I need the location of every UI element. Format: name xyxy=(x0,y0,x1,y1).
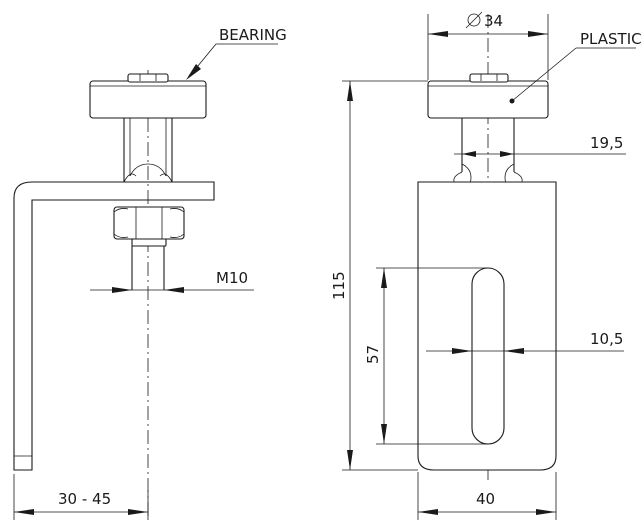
side-bead-left xyxy=(123,173,137,183)
adjustment-slot xyxy=(471,267,505,445)
range-arrow-right xyxy=(128,509,148,515)
height-arrow-bottom xyxy=(347,450,353,470)
slot-width-arrow-right xyxy=(504,348,524,354)
side-bearing-hub xyxy=(127,73,169,83)
side-washer xyxy=(131,238,167,247)
adjust-range-label: 30 - 45 xyxy=(58,490,111,508)
diameter-arrow-left xyxy=(428,31,448,37)
side-bead xyxy=(129,163,167,177)
front-bearing-hub xyxy=(469,73,509,83)
slot-width-arrow-left xyxy=(452,348,472,354)
plate-width-arrow-right xyxy=(536,509,556,515)
diameter-icon xyxy=(465,11,483,29)
plastic-leader xyxy=(511,47,577,102)
plastic-label: PLASTIC xyxy=(580,30,642,48)
side-bracket xyxy=(13,181,215,471)
slot-length-label: 57 xyxy=(364,345,382,364)
bearing-label: BEARING xyxy=(219,26,287,44)
total-height-label: 115 xyxy=(330,271,348,300)
thread-size-label: M10 xyxy=(216,269,248,287)
slot-length-arrow-top xyxy=(381,268,387,288)
slot-width-label: 10,5 xyxy=(590,330,623,348)
m10-arrow-left xyxy=(112,287,132,293)
plate-width-arrow-left xyxy=(418,509,438,515)
front-view: 34 PLASTIC 19,5 115 57 10,5 xyxy=(330,11,642,520)
range-arrow-left xyxy=(14,509,34,515)
bearing-leader-arrow xyxy=(186,64,201,80)
pin-width-arrow-right xyxy=(500,151,514,157)
side-nut-chamfers xyxy=(113,208,185,238)
slot-length-arrow-bottom xyxy=(381,424,387,444)
side-bead-right xyxy=(159,173,173,183)
pin-width-label: 19,5 xyxy=(590,134,623,152)
diameter-value-label: 34 xyxy=(484,12,503,30)
diameter-arrow-right xyxy=(528,31,548,37)
side-view: M10 BEARING 30 - 45 xyxy=(13,26,287,520)
plate-width-label: 40 xyxy=(476,490,495,508)
pin-width-arrow-left xyxy=(462,151,476,157)
side-bearing-wheel xyxy=(89,80,207,119)
height-arrow-top xyxy=(347,81,353,101)
m10-arrow-right xyxy=(164,287,184,293)
side-nut xyxy=(113,206,185,240)
